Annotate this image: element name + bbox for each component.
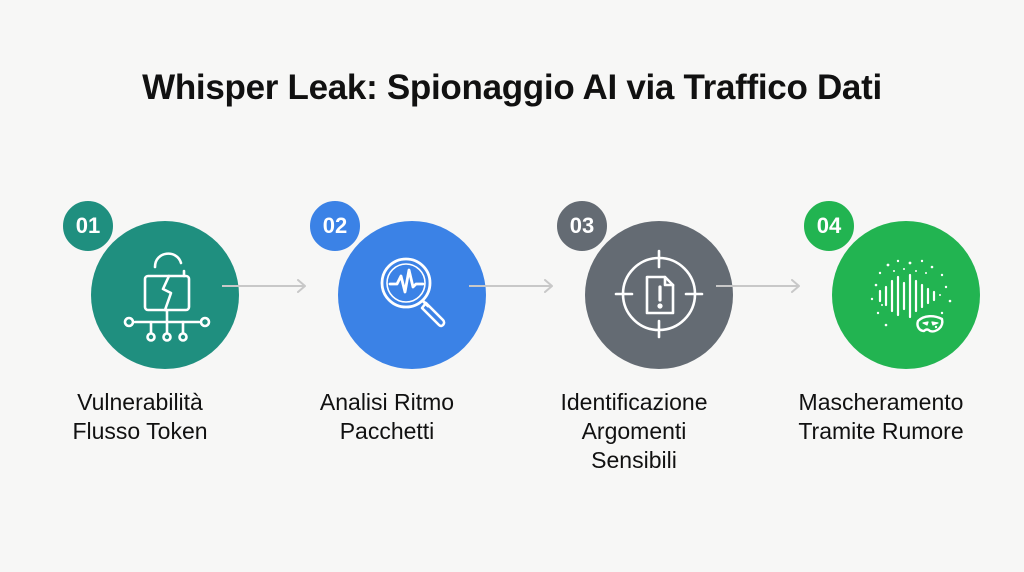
step-4-label: Mascheramento Tramite Rumore xyxy=(766,388,996,446)
noise-mask-icon xyxy=(870,259,952,333)
page-title: Whisper Leak: Spionaggio AI via Traffico… xyxy=(142,68,882,107)
step-4-circle xyxy=(832,221,980,369)
step-1: 01 Vulnerabilità Flusso Token xyxy=(25,192,255,492)
arrow-2-to-3 xyxy=(469,279,553,293)
step-4-label-line-1: Mascheramento xyxy=(798,389,964,415)
arrow-3-to-4 xyxy=(716,279,800,293)
noise-dots xyxy=(870,259,952,329)
step-3-number-badge: 03 xyxy=(553,197,611,255)
magnifier-waveform-icon xyxy=(380,257,446,328)
step-3: 03 Identificazione Argomenti Sensibili xyxy=(519,192,749,492)
step-3-label-line-1: Identificazione xyxy=(560,389,708,415)
step-4-label-line-2: Tramite Rumore xyxy=(798,418,964,444)
step-2-number-badge: 02 xyxy=(306,197,364,255)
step-4: 04 Mascheramento Tramite Rumore xyxy=(766,192,996,492)
step-1-number-badge: 01 xyxy=(59,197,117,255)
step-2: 02 Analisi Ritmo Pacchetti xyxy=(272,192,502,492)
step-3-circle xyxy=(585,221,733,369)
step-2-label-line-1: Analisi Ritmo xyxy=(319,389,455,415)
step-4-number-badge: 04 xyxy=(800,197,858,255)
step-1-label-line-2: Flusso Token xyxy=(72,418,208,444)
step-1-circle xyxy=(91,221,239,369)
step-3-label-line-2: Argomenti xyxy=(581,418,687,444)
step-2-label: Analisi Ritmo Pacchetti xyxy=(272,388,502,446)
step-3-label-line-3: Sensibili xyxy=(591,447,677,473)
target-alert-document-icon xyxy=(614,249,704,339)
step-1-label: Vulnerabilità Flusso Token xyxy=(25,388,255,446)
step-2-circle xyxy=(338,221,486,369)
step-2-label-line-2: Pacchetti xyxy=(339,418,435,444)
step-3-label: Identificazione Argomenti Sensibili xyxy=(519,388,749,475)
step-1-label-line-1: Vulnerabilità xyxy=(77,389,203,415)
broken-lock-network-icon xyxy=(123,252,211,342)
arrow-1-to-2 xyxy=(222,279,306,293)
